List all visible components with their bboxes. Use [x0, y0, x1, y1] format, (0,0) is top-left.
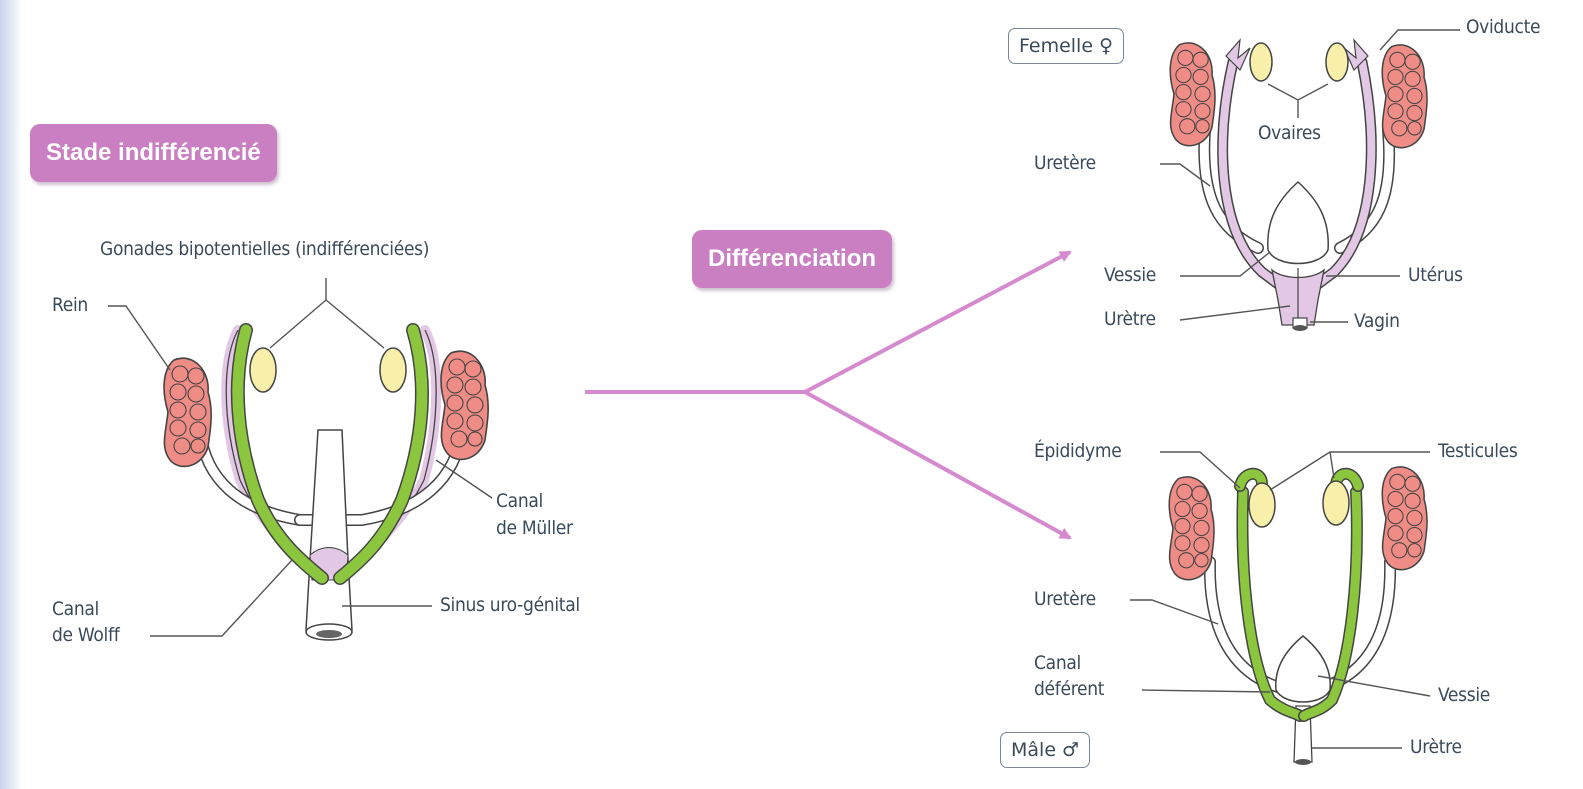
label-canal-deferent-1: Canal — [1034, 652, 1081, 674]
female-sex-box: Femelle ♀ — [1008, 28, 1124, 64]
stage-title-pill: Stade indifférencié — [30, 124, 277, 182]
label-canal-wolff-1: Canal — [52, 598, 99, 620]
label-sinus: Sinus uro-génital — [440, 594, 580, 616]
label-ovaires: Ovaires — [1258, 122, 1321, 144]
label-f-vessie: Vessie — [1104, 264, 1156, 286]
label-f-uretre: Urètre — [1104, 308, 1156, 330]
label-gonades: Gonades bipotentielles (indifférenciées) — [100, 238, 429, 260]
label-canal-muller-2: de Müller — [496, 517, 573, 539]
label-f-uretere: Uretère — [1034, 152, 1096, 174]
label-m-uretre: Urètre — [1410, 736, 1462, 758]
label-canal-muller-1: Canal — [496, 490, 543, 512]
label-epididyme: Épididyme — [1034, 440, 1121, 462]
male-sex-box: Mâle ♂ — [1000, 732, 1090, 768]
male-drawing — [1169, 467, 1427, 765]
label-canal-deferent-2: déférent — [1034, 678, 1104, 700]
label-uterus: Utérus — [1408, 264, 1463, 286]
label-vagin: Vagin — [1354, 310, 1400, 332]
label-oviducte: Oviducte — [1466, 16, 1540, 38]
label-m-vessie: Vessie — [1438, 684, 1490, 706]
differentiation-arrows — [585, 252, 1070, 538]
label-testicules: Testicules — [1438, 440, 1518, 462]
label-m-uretere: Uretère — [1034, 588, 1096, 610]
label-rein: Rein — [52, 294, 88, 316]
label-canal-wolff-2: de Wolff — [52, 624, 119, 646]
differentiation-pill: Différenciation — [692, 230, 892, 288]
